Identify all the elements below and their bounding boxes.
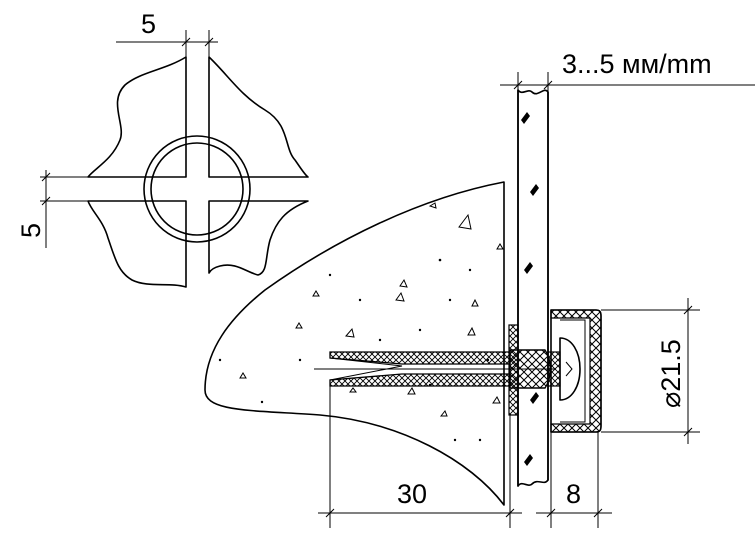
label-gap-left: 5 <box>16 223 46 238</box>
clamp-assembly <box>508 309 602 433</box>
label-diameter: ⌀21.5 <box>656 339 686 408</box>
section-view: 3...5 мм/mm ⌀21.5 30 8 <box>204 49 755 528</box>
glass-panel <box>517 89 549 487</box>
label-gap-top: 5 <box>141 9 156 39</box>
front-view-detail: 5 5 <box>16 9 309 288</box>
concrete-aggregate <box>218 202 504 442</box>
label-cap-width: 8 <box>566 479 581 509</box>
petal-lower-right <box>208 200 309 276</box>
petal-upper-left <box>87 56 187 178</box>
label-depth: 30 <box>397 479 427 509</box>
connector-ring-outer <box>143 135 251 243</box>
petal-lower-left <box>87 200 187 288</box>
petal-upper-right <box>208 56 309 178</box>
connector-ring-inner <box>150 142 244 236</box>
wall-section <box>204 181 505 506</box>
label-glass-thickness: 3...5 мм/mm <box>562 49 712 79</box>
